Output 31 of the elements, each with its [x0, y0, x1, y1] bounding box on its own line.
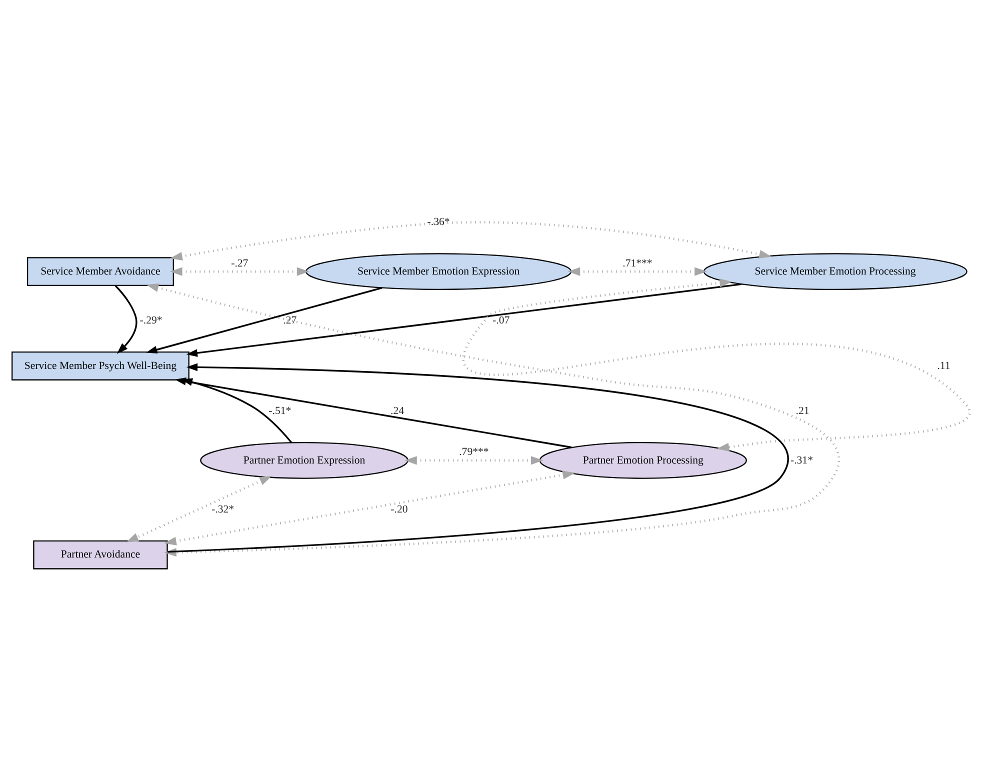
- edge-label: -.36*: [426, 216, 450, 228]
- node-ellipse: Service Member Emotion Processing: [702, 252, 967, 290]
- node-ellipse: Partner Emotion Expression: [200, 441, 408, 478]
- node-box: Service Member Avoidance: [26, 256, 174, 286]
- edge-label: .27: [282, 314, 296, 326]
- arrow: [404, 456, 543, 464]
- edge-label: .21: [795, 404, 809, 416]
- node-box: Partner Avoidance: [32, 540, 168, 569]
- edge-label: -.51*: [268, 404, 291, 416]
- arrow: [163, 470, 575, 545]
- edge-label: .71***: [622, 256, 652, 269]
- edge-label: -.07: [492, 314, 510, 326]
- edge-label: .79***: [458, 446, 488, 458]
- arrow: [166, 362, 787, 552]
- arrow: [169, 266, 309, 276]
- edge-label: .24: [390, 404, 404, 416]
- node-box: Service Member Psych Well-Being: [11, 351, 189, 380]
- arrow: [170, 220, 772, 260]
- arrow: [567, 266, 706, 276]
- arrow: [126, 475, 272, 542]
- edge-label: -.20: [390, 503, 408, 516]
- arrow: [146, 286, 382, 354]
- edge-label: .11: [936, 359, 950, 372]
- edge-label: -.31*: [790, 454, 812, 466]
- arrow: [114, 284, 137, 354]
- node-ellipse: Service Member Emotion Expression: [305, 252, 572, 290]
- edge-label: -.32*: [211, 503, 234, 516]
- arrow: [464, 278, 970, 451]
- edge-label: -.27: [230, 256, 248, 269]
- edge-label: -.29*: [139, 314, 162, 326]
- arrow: [186, 282, 742, 356]
